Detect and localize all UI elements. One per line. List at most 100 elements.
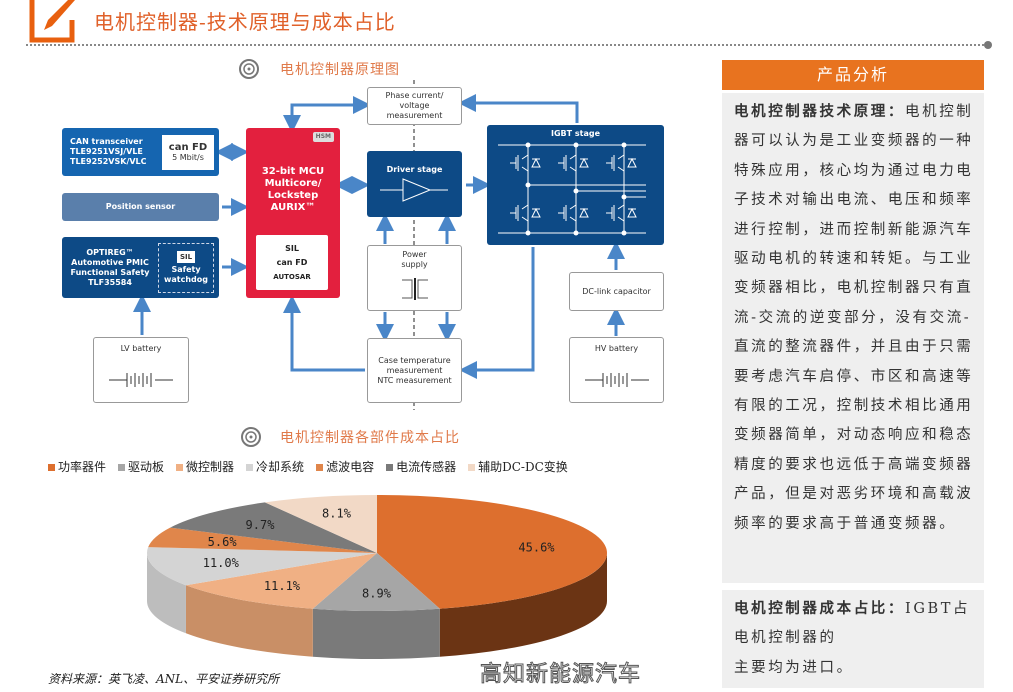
legend-item: 冷却系统 [246,458,304,475]
pie-slice [185,553,377,609]
pie-data-label: 9.7% [246,518,276,532]
principle-text: 电机控制器可以认为是工业变频器的一种特殊应用，核心均为通过电力电子技术对输出电流… [734,104,974,532]
pie-slice [312,553,440,611]
legend-item: 电流传感器 [386,458,456,475]
pie-data-label: 8.1% [322,507,352,521]
legend-swatch [468,464,476,471]
battery-icon [109,373,173,387]
legend-item: 辅助DC-DC变换 [468,458,568,475]
sil-logo: SIL [285,243,299,253]
pie-chart: 45.6%8.9%11.1%11.0%5.6%9.7%8.1% [147,495,607,659]
position-sensor-box: Position sensor [62,193,219,221]
divider-end-dot [984,41,992,49]
autosar-logo: AUTOSAR [273,272,311,281]
pie-data-label: 11.1% [264,579,301,593]
pie-slice [170,502,377,553]
optireg-label-2: Automotive PMIC [71,257,149,267]
legend-label: 辅助DC-DC变换 [478,460,568,474]
principle-panel: 电机控制器技术原理：电机控制器可以认为是工业变频器的一种特殊应用，核心均为通过电… [722,93,984,583]
legend-item: 微控制器 [176,458,234,475]
legend-swatch [176,464,184,471]
lv-battery-label: LV battery [120,344,162,353]
hv-battery-box: HV battery [569,337,664,403]
legend-swatch [246,464,254,471]
optireg-label-1: OPTIREG™ [86,247,134,257]
mcu-label-1: 32-bit MCU [261,166,325,177]
legend-label: 滤波电容 [326,460,375,474]
casetemp-label-2: measurement [386,365,443,375]
legend-swatch [386,464,394,471]
pie-data-label: 11.0% [203,556,240,570]
can-label-2: TLE9251VSJ/VLE [70,147,143,156]
can-speed: 5 Mbit/s [172,152,204,162]
pie-slice-side [439,553,607,657]
watchdog-label-2: watchdog [164,275,208,284]
pie-slice [264,495,377,553]
chart-legend: 功率器件 驱动板 微控制器 冷却系统 滤波电容 电流传感器 辅助DC-DC变换 [48,458,568,475]
casetemp-label-1: Case temperature [378,355,451,365]
hv-battery-label: HV battery [594,344,639,353]
pie-slice [377,495,607,609]
target-icon [239,59,259,79]
phase-label-1: Phase current/ [385,91,444,100]
mcu-logos: SIL can FD AUTOSAR [256,235,328,290]
legend-label: 微控制器 [186,460,235,474]
driver-stage-label: Driver stage [386,165,443,174]
watchdog-label-1: Safety [171,265,201,274]
phase-label-2: voltage [399,101,430,110]
principle-heading: 电机控制器技术原理： [734,103,905,120]
can-label-3: TLE9252VSK/VLC [70,157,147,166]
mcu-label-2: Multicore/ [264,178,322,189]
can-fd-logo: can FD [276,257,308,267]
position-sensor-label: Position sensor [105,202,176,211]
lv-battery-box: LV battery [93,337,189,403]
power-label-1: Power [402,250,427,259]
driver-stage-box: Driver stage [367,151,462,217]
can-label-1: CAN transceiver [70,137,143,146]
phase-label-3: measurement [386,111,443,120]
chart-title: 电机控制器各部件成本占比 [280,430,460,446]
legend-swatch [118,464,126,471]
pie-slice [148,527,377,553]
legend-label: 冷却系统 [256,460,305,474]
legend-label: 驱动板 [128,460,165,474]
diagram-title: 电机控制器原理图 [280,62,400,78]
hsm-badge: HSM [312,132,334,142]
header-divider [26,44,984,46]
igbt-stage-box: IGBT stage [487,125,664,245]
battery-icon [584,373,649,387]
legend-item: 功率器件 [48,458,106,475]
source-note: 资料来源：英飞凌、ANL、平安证券研究所 [48,672,280,686]
cost-panel: 电机控制器成本占比：IGBT占电机控制器的主要均为进口。 [722,590,984,688]
mcu-label-4: AURIX™ [270,202,316,213]
dc-link-label: DC-link capacitor [582,286,651,296]
pie-data-label: 5.6% [208,535,238,549]
pencil-note-icon [29,0,75,43]
cost-heading: 电机控制器成本占比： [734,600,905,617]
legend-label: 电流传感器 [396,460,457,474]
cost-text-end: 主要均为进口。 [734,659,854,676]
transformer-icon [401,278,428,300]
panel-header: 产品分析 [722,60,984,90]
pie-slice-side [185,585,313,657]
page-title: 电机控制器-技术原理与成本占比 [94,10,396,34]
legend-swatch [316,464,324,471]
legend-label: 功率器件 [58,460,107,474]
legend-swatch [48,464,55,471]
target-icon [241,427,261,447]
watermark: 高知新能源汽车 [479,662,642,688]
pie-slice-side [312,608,440,659]
mcu-label-3: Lockstep [267,190,319,201]
pie-data-label: 8.9% [362,587,392,601]
igbt-bridge-icon [497,142,646,236]
dc-link-capacitor-box: DC-link capacitor [569,272,664,311]
sil-badge: SIL [176,251,196,263]
pie-slice [147,547,377,586]
